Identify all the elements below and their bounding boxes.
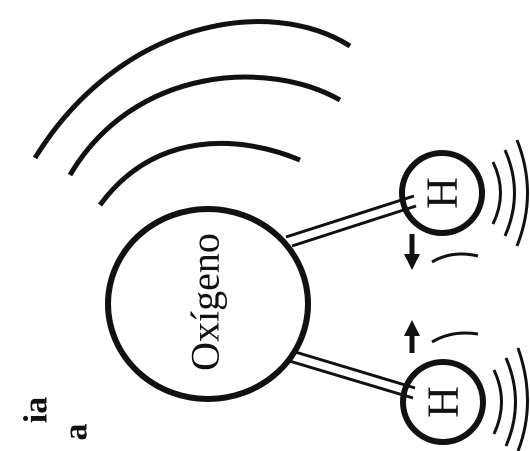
- hydrogen-atom-top: H: [402, 153, 482, 233]
- wave-arc-outer: [35, 22, 350, 158]
- motion-curve-top: [432, 254, 478, 262]
- edge-text-fragment-1: ia: [18, 397, 55, 423]
- oxygen-label: Oxígeno: [183, 233, 228, 371]
- oxygen-atom: Oxígeno: [108, 209, 308, 399]
- hydrogen-atom-bottom: H: [403, 362, 483, 442]
- down-arrow-icon: [404, 234, 420, 270]
- up-arrow-icon: [404, 320, 420, 353]
- hydrogen-top-vibration-arcs: [493, 140, 528, 246]
- hydrogen-bottom-vibration-arcs: [494, 348, 528, 451]
- hydrogen-top-label: H: [418, 177, 467, 209]
- bond-oxygen-hydrogen-bottom: [286, 351, 415, 398]
- edge-text-fragment-2: a: [58, 424, 95, 441]
- oxygen-vibration-waves: [35, 22, 350, 205]
- bond-oxygen-hydrogen-top: [286, 196, 416, 246]
- wave-arc-inner: [100, 143, 300, 205]
- hydrogen-bottom-label: H: [419, 386, 468, 418]
- motion-curve-bottom: [432, 333, 478, 342]
